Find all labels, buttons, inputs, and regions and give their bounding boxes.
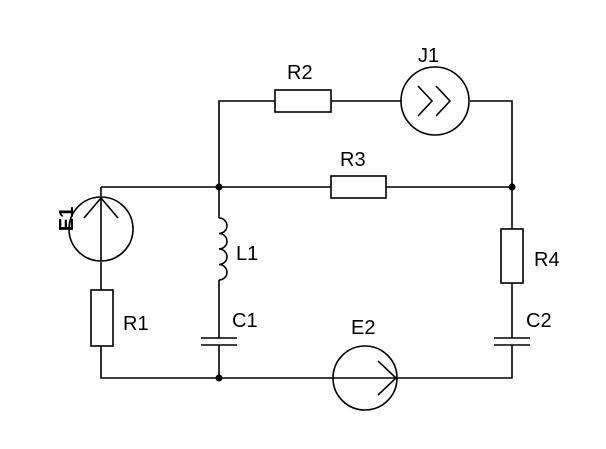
r2-resistor xyxy=(274,89,332,113)
wire-top-right xyxy=(470,100,513,187)
junction-dot xyxy=(215,183,223,191)
e1-voltage-source xyxy=(68,196,134,262)
e1-label: E1 xyxy=(56,207,78,231)
c2-capacitor xyxy=(494,337,530,346)
l1-inductor xyxy=(218,217,228,281)
r4-resistor xyxy=(500,228,524,284)
e2-voltage-source xyxy=(332,345,398,411)
j1-current-source xyxy=(400,66,470,136)
wire-top-left xyxy=(218,100,275,187)
e2-label: E2 xyxy=(351,317,375,339)
c2-label: C2 xyxy=(526,310,552,332)
r2-label: R2 xyxy=(287,62,313,84)
l1-label: L1 xyxy=(236,243,258,265)
r1-resistor xyxy=(90,289,114,347)
r4-label: R4 xyxy=(534,249,560,271)
junction-dot xyxy=(508,183,516,191)
r3-resistor xyxy=(330,175,387,199)
j1-label: J1 xyxy=(418,45,439,67)
r1-label: R1 xyxy=(123,313,149,335)
wire-bottom-right xyxy=(397,345,513,379)
wires xyxy=(100,100,513,379)
c1-label: C1 xyxy=(232,310,258,332)
wire-r1-bottom xyxy=(100,346,219,379)
junction-dot xyxy=(215,374,223,382)
r3-label: R3 xyxy=(340,149,366,171)
c1-capacitor xyxy=(201,337,237,346)
